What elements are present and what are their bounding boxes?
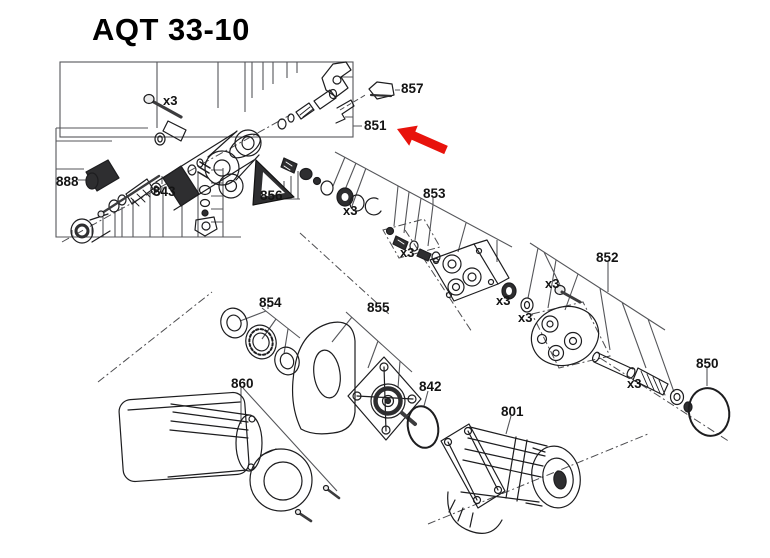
lance-nozzle-group-888-843 xyxy=(70,131,261,244)
callout-857[interactable]: 857 xyxy=(401,81,424,96)
fan-and-flange-group-855 xyxy=(291,321,422,441)
qty-marker: x3 xyxy=(518,310,533,325)
pump-head-group-853 xyxy=(385,226,534,313)
qty-marker: x3 xyxy=(343,203,358,218)
callout-853[interactable]: 853 xyxy=(423,186,446,201)
callout-855[interactable]: 855 xyxy=(367,300,390,315)
callout-860[interactable]: 860 xyxy=(231,376,254,391)
bearing-set-854 xyxy=(220,307,300,376)
callout-888[interactable]: 888 xyxy=(56,174,79,189)
qty-marker: x3 xyxy=(496,293,511,308)
red-pointer-arrow xyxy=(397,125,448,155)
callout-801[interactable]: 801 xyxy=(501,404,524,419)
page-title: AQT 33-10 xyxy=(92,12,250,47)
callout-851[interactable]: 851 xyxy=(364,118,387,133)
callout-852[interactable]: 852 xyxy=(596,250,619,265)
cover-part-857 xyxy=(368,81,395,100)
callout-842[interactable]: 842 xyxy=(419,379,442,394)
o-ring-850 xyxy=(687,387,731,437)
qty-marker: x3 xyxy=(545,276,560,291)
motor-pump-unit-801 xyxy=(440,423,581,534)
qty-marker: x3 xyxy=(163,93,178,108)
qty-marker: x3 xyxy=(400,245,415,260)
trigger-valve-group-851 xyxy=(143,61,355,206)
callout-854[interactable]: 854 xyxy=(259,295,282,310)
crankshaft-group-852 xyxy=(530,284,693,413)
frame-lines xyxy=(55,61,708,492)
motor-housing-group-860 xyxy=(118,391,341,523)
dashed-link-857 xyxy=(339,93,368,111)
callout-850[interactable]: 850 xyxy=(696,356,719,371)
qty-marker: x3 xyxy=(627,376,642,391)
safety-valve-group-856 xyxy=(280,157,382,216)
callout-856[interactable]: 856 xyxy=(260,188,283,203)
callout-843[interactable]: 843 xyxy=(153,184,176,199)
o-ring-842 xyxy=(406,405,440,449)
